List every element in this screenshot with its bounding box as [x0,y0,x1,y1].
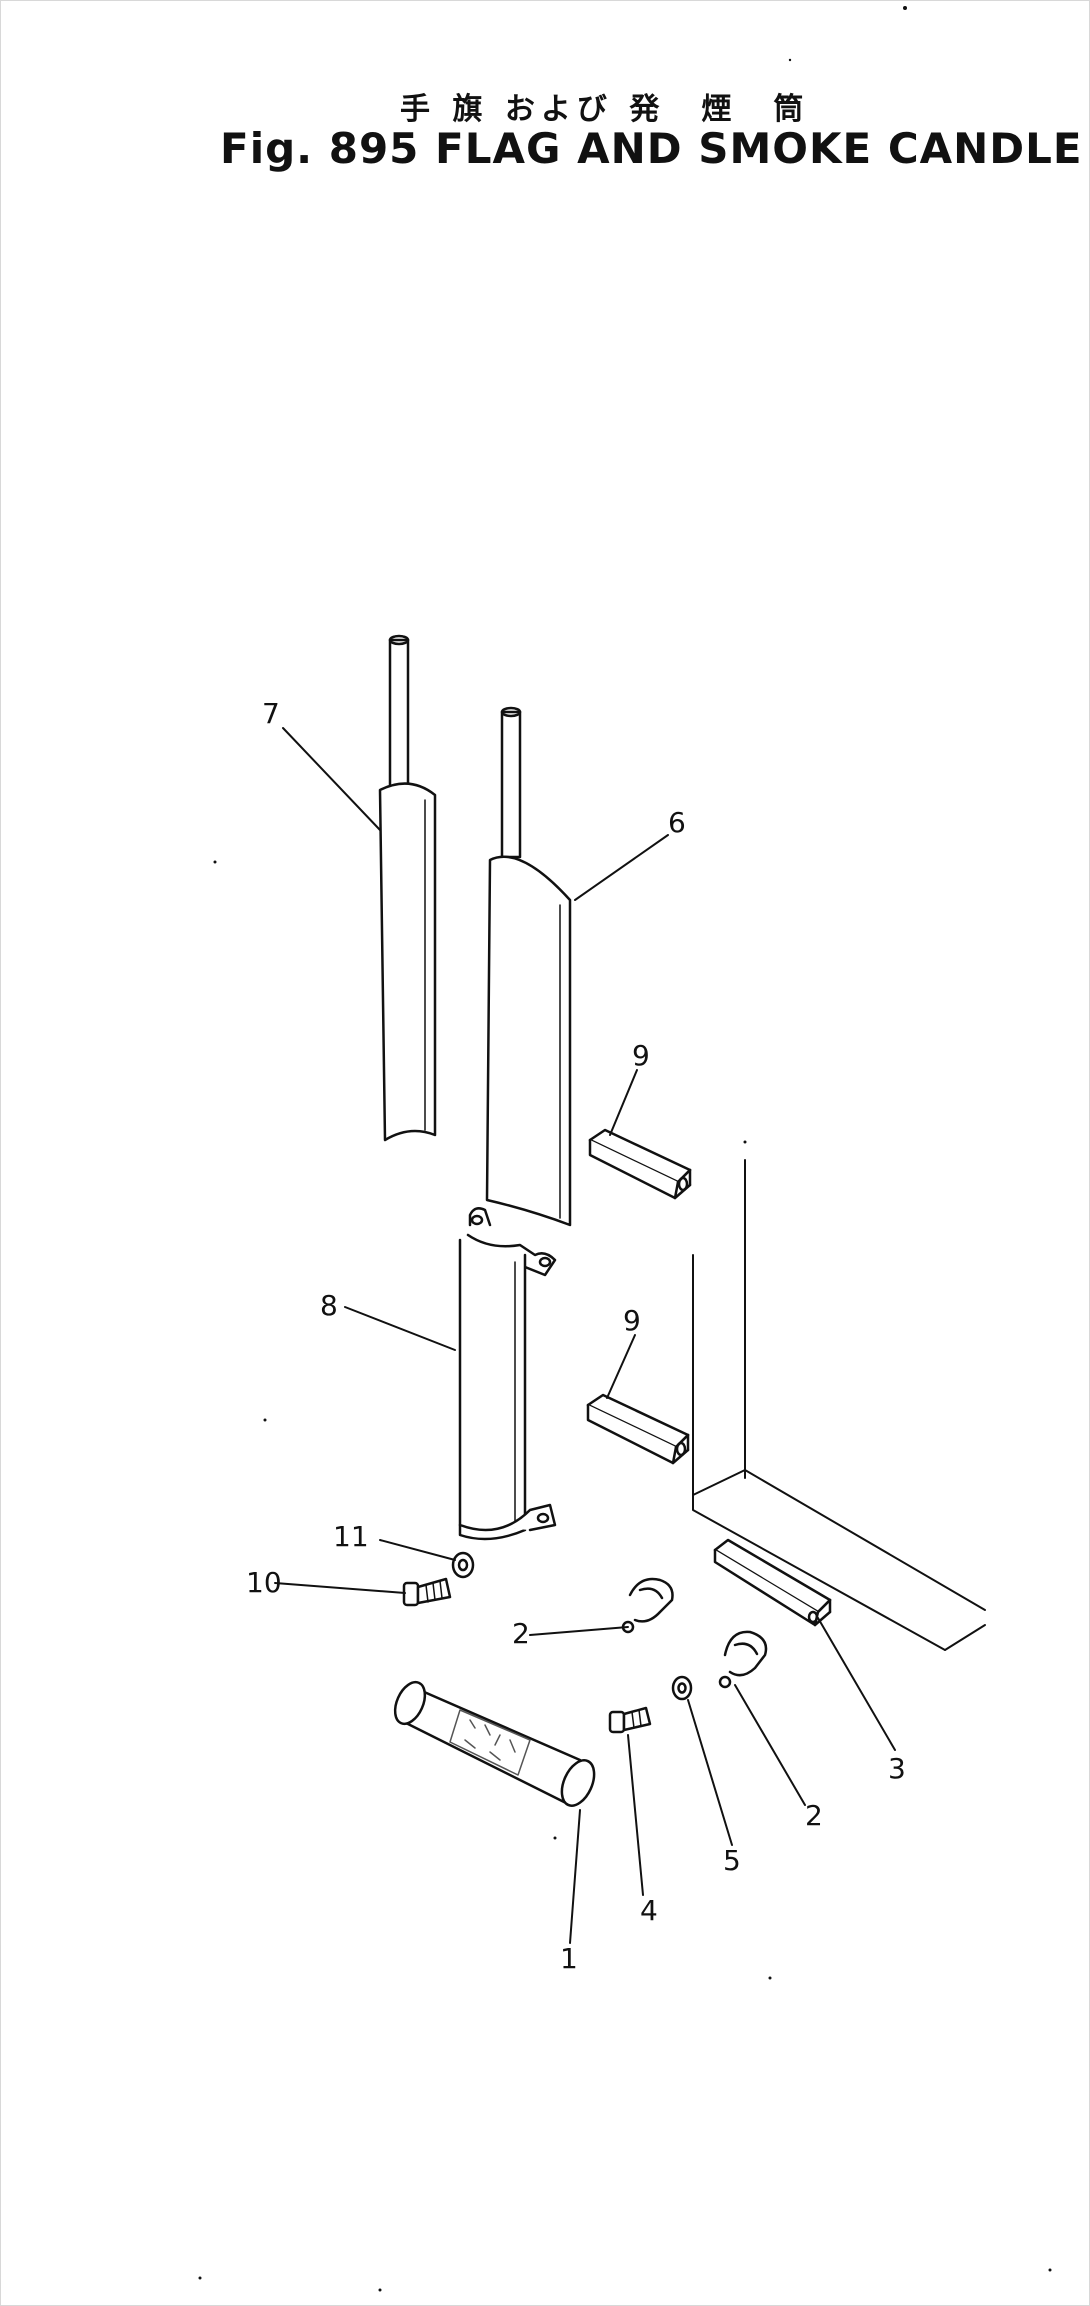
part-3-bracket-bar [713,1538,832,1627]
callout-9-lower: 9 [623,1304,641,1337]
callout-9-upper: 9 [632,1039,650,1072]
part-2-right-clip [718,1630,768,1689]
part-9-upper-block [588,1128,692,1200]
callout-5: 5 [723,1844,741,1877]
callout-4: 4 [640,1894,658,1927]
leader-lines [274,727,896,1944]
part-8-holder-tube [458,1207,557,1541]
part-4-bolt [608,1706,652,1734]
callout-7: 7 [262,697,280,730]
part-10-bolt [402,1577,452,1607]
callout-6: 6 [668,806,686,839]
part-5-washer [671,1675,693,1701]
callout-2-left: 2 [512,1617,530,1650]
scan-specks [198,6,1052,2292]
callout-3: 3 [888,1752,906,1785]
smoke-candle-label-patch [449,1709,531,1776]
part-6-flag-rolled [485,706,572,1227]
cab-corner-structure [692,1159,986,1651]
part-7-flag-rolled [378,634,437,1142]
part-1-smoke-candle [393,1680,596,1807]
figure-title-japanese: 手 旗 および 発 煙 筒 [400,92,810,127]
part-11-washer [451,1551,475,1579]
callout-10: 10 [246,1566,282,1599]
callout-11: 11 [333,1520,369,1553]
part-9-lower-block [586,1393,690,1465]
callout-1: 1 [560,1942,578,1975]
callout-8: 8 [320,1289,338,1322]
figure-title: Fig. 895 FLAG AND SMOKE CANDLE [220,124,1083,173]
callout-2-right: 2 [805,1799,823,1832]
part-2-left-clip [621,1577,674,1634]
